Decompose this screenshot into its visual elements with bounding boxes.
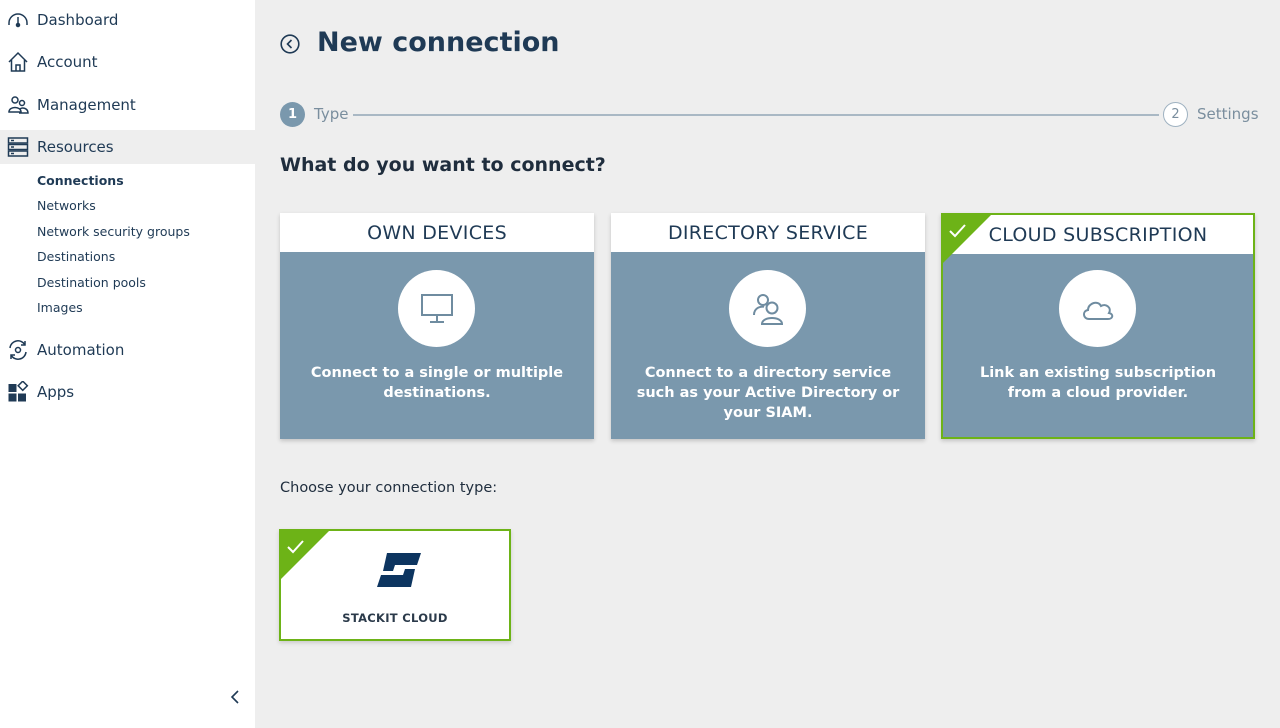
- home-icon: [8, 51, 28, 72]
- step-2-number: 2: [1163, 102, 1188, 127]
- connection-type-label: Choose your connection type:: [280, 480, 498, 496]
- sidebar-item-label: Account: [37, 53, 98, 71]
- sidebar: Dashboard Account Management Resources C…: [0, 0, 255, 728]
- sidebar-item-label: Apps: [37, 383, 75, 401]
- automation-icon: [9, 340, 27, 360]
- selected-badge: [941, 213, 997, 269]
- sidebar-item-automation[interactable]: Automation: [0, 333, 255, 367]
- stepper-line: [353, 114, 1159, 116]
- card-description: Connect to a single or multiple destinat…: [310, 365, 564, 401]
- server-icon: [7, 137, 29, 157]
- step-1-number: 1: [280, 102, 305, 127]
- chevron-left-icon[interactable]: [227, 688, 243, 706]
- section-question: What do you want to connect?: [280, 154, 606, 176]
- check-icon: [949, 224, 966, 238]
- step-2-label: Settings: [1197, 105, 1259, 123]
- card-icon-circle: [1059, 270, 1136, 347]
- card-description: Link an existing subscription from a clo…: [979, 365, 1217, 401]
- sidebar-subitem-connections[interactable]: Connections: [37, 173, 124, 188]
- monitor-icon: [420, 293, 453, 323]
- gauge-icon: [8, 13, 28, 28]
- sidebar-item-label: Management: [37, 96, 136, 114]
- back-circle-icon[interactable]: [280, 34, 300, 54]
- cloud-icon: [1082, 301, 1113, 320]
- card-title: DIRECTORY SERVICE: [611, 213, 925, 252]
- sidebar-item-resources[interactable]: Resources: [0, 130, 255, 164]
- sidebar-item-label: Automation: [37, 341, 125, 359]
- sidebar-subitem-images[interactable]: Images: [37, 300, 83, 315]
- sidebar-subitem-networks[interactable]: Networks: [37, 198, 96, 213]
- step-1-label: Type: [314, 105, 349, 123]
- page-title: New connection: [317, 27, 560, 58]
- card-own-devices[interactable]: OWN DEVICES Connect to a single or multi…: [280, 213, 594, 439]
- sidebar-item-dashboard[interactable]: Dashboard: [0, 3, 255, 37]
- directory-users-icon: [752, 293, 783, 325]
- sidebar-item-account[interactable]: Account: [0, 45, 255, 79]
- card-directory-service[interactable]: DIRECTORY SERVICE Connect to a directory…: [611, 213, 925, 439]
- check-icon: [287, 540, 304, 554]
- sidebar-subitem-destination-pools[interactable]: Destination pools: [37, 275, 146, 290]
- card-title: OWN DEVICES: [280, 213, 594, 252]
- card-cloud-subscription[interactable]: CLOUD SUBSCRIPTION Link an existing subs…: [941, 213, 1255, 439]
- card-icon-circle: [729, 270, 806, 347]
- sidebar-item-management[interactable]: Management: [0, 88, 255, 122]
- stackit-logo-icon: [377, 553, 421, 587]
- users-icon: [8, 96, 29, 114]
- sidebar-item-label: Dashboard: [37, 11, 119, 29]
- provider-option-stackit-cloud[interactable]: STACKIT CLOUD: [279, 529, 511, 641]
- card-title: CLOUD SUBSCRIPTION: [943, 215, 1253, 254]
- sidebar-subitem-destinations[interactable]: Destinations: [37, 249, 116, 264]
- provider-name: STACKIT CLOUD: [342, 611, 448, 625]
- card-icon-circle: [398, 270, 475, 347]
- card-description: Connect to a directory service such as y…: [636, 365, 900, 421]
- sidebar-item-label: Resources: [37, 138, 114, 156]
- selected-badge: [279, 529, 335, 585]
- sidebar-item-apps[interactable]: Apps: [0, 375, 255, 409]
- sidebar-subitem-network-security-groups[interactable]: Network security groups: [37, 224, 190, 239]
- apps-icon: [8, 381, 29, 402]
